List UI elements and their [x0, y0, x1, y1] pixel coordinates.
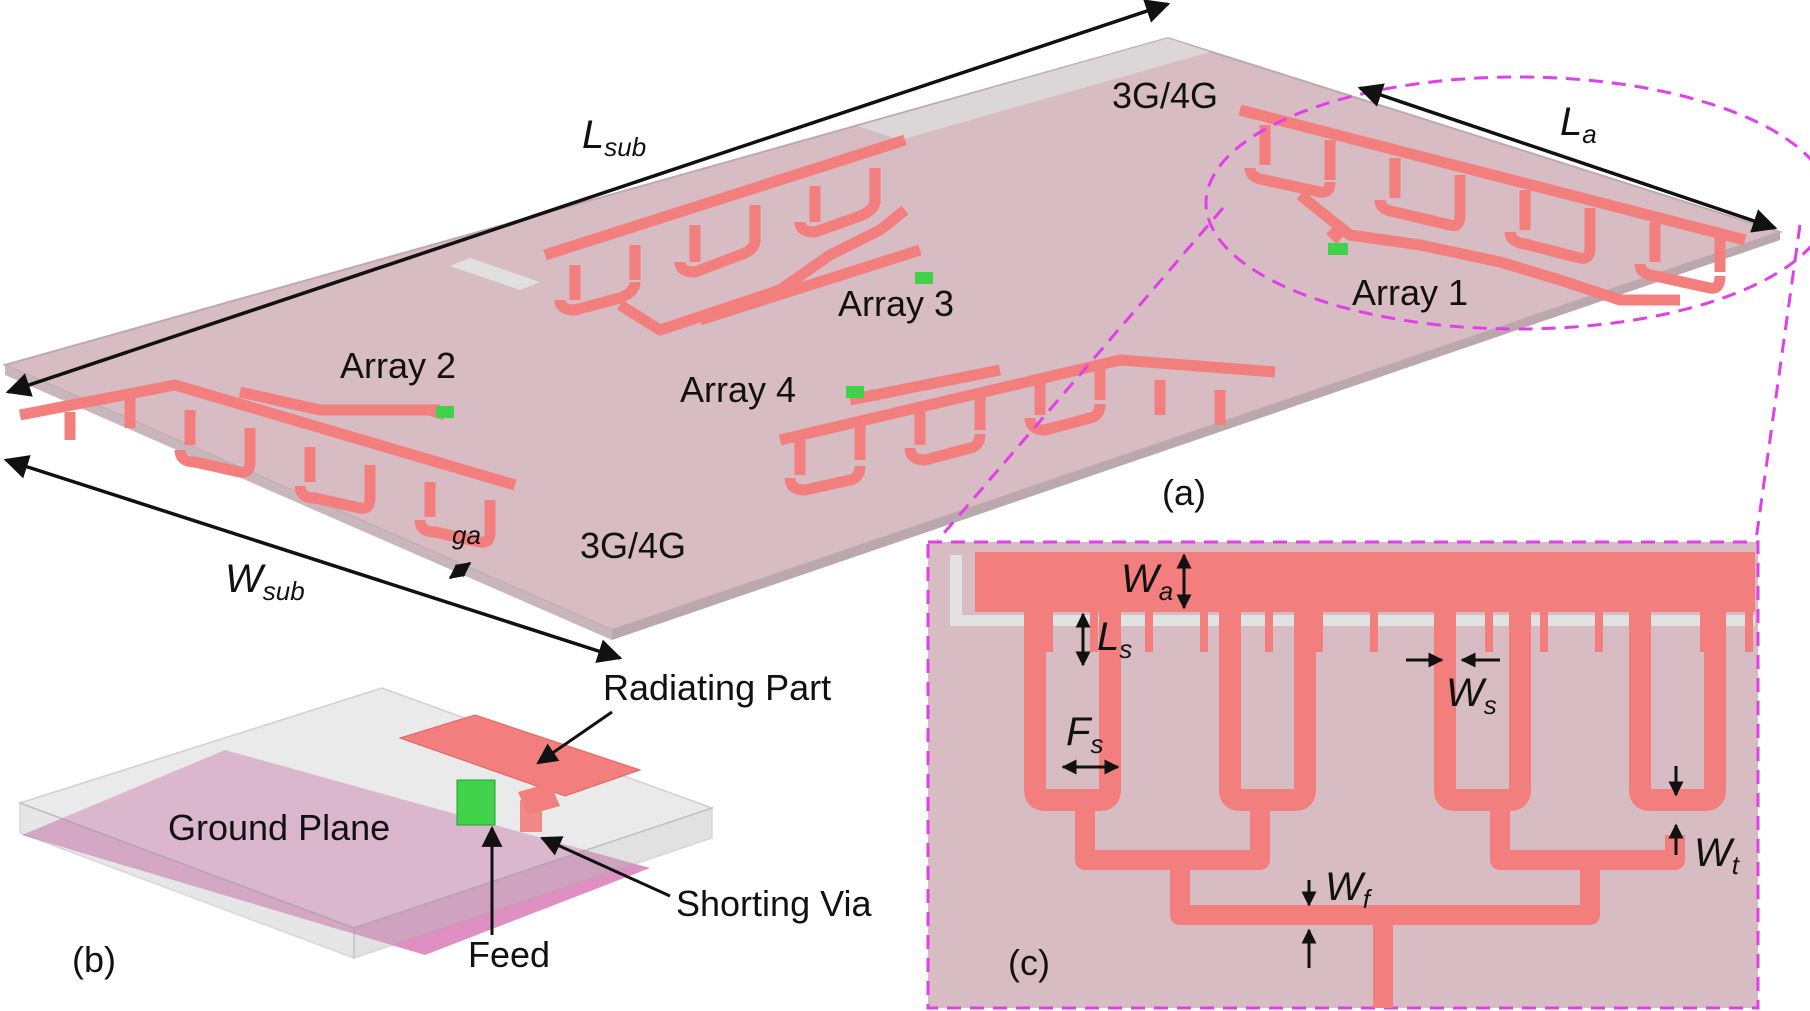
array-1-callout-ellipse — [1204, 75, 1810, 331]
wt-label: Wt — [1694, 831, 1741, 880]
panel-c-caption: (c) — [1008, 942, 1050, 983]
radiating-part-arrow — [536, 710, 613, 765]
panel-a: Lsub Wsub La ga Array 1 Array 2 Array 3 … — [2, 0, 1810, 663]
wsub-label: Wsub — [225, 557, 305, 606]
fs-label: Fs — [1066, 710, 1103, 759]
la-dimension-arrow — [1357, 83, 1778, 233]
ls-label: Ls — [1097, 615, 1132, 664]
wsub-dimension-arrow — [3, 455, 623, 663]
array-2-feed — [436, 406, 454, 418]
callout-line-right — [1754, 224, 1802, 541]
wa-label: Wa — [1121, 557, 1173, 606]
substrate-box-front-left — [19, 801, 355, 960]
panel-b: Radiating Part Ground Plane Shorting Via… — [17, 667, 872, 980]
substrate-edge-right — [612, 232, 1780, 640]
panel-c: Wa Ls Ws Fs Wt Wf (c) — [926, 540, 1760, 1010]
la-label: La — [1560, 100, 1597, 149]
panel-a-caption: (a) — [1162, 472, 1206, 513]
array-2-label: Array 2 — [340, 345, 456, 386]
feed-trace-narrow — [1330, 905, 1436, 925]
array-3-label: Array 3 — [838, 283, 954, 324]
array-1-label: Array 1 — [1352, 272, 1468, 313]
ws-label: Ws — [1446, 671, 1497, 720]
ground-plane-label: Ground Plane — [168, 807, 390, 848]
array-4-feed — [846, 386, 864, 398]
lsub-label: Lsub — [582, 113, 646, 162]
substrate-box-front-right — [353, 806, 713, 960]
band-label-top: 3G/4G — [1112, 75, 1218, 116]
array-4-label: Array 4 — [680, 369, 796, 410]
panel-b-caption: (b) — [72, 939, 116, 980]
lsub-dimension-arrow — [5, 0, 1171, 397]
meander-elements — [1024, 612, 1726, 811]
feed-label: Feed — [468, 934, 550, 975]
radiating-part-label: Radiating Part — [603, 667, 831, 708]
wf-label: Wf — [1325, 865, 1373, 914]
top-feed-bar — [975, 552, 1755, 612]
shorting-via-label: Shorting Via — [676, 883, 872, 924]
feed-block — [456, 779, 496, 826]
radiating-part — [398, 714, 642, 797]
shorting-via — [520, 800, 542, 832]
ga-label: ga — [452, 520, 481, 550]
array-1-feed — [1328, 243, 1348, 255]
shorting-via-arrow — [540, 836, 671, 898]
ga-dimension-arrow — [448, 561, 472, 580]
band-label-bottom: 3G/4G — [580, 525, 686, 566]
